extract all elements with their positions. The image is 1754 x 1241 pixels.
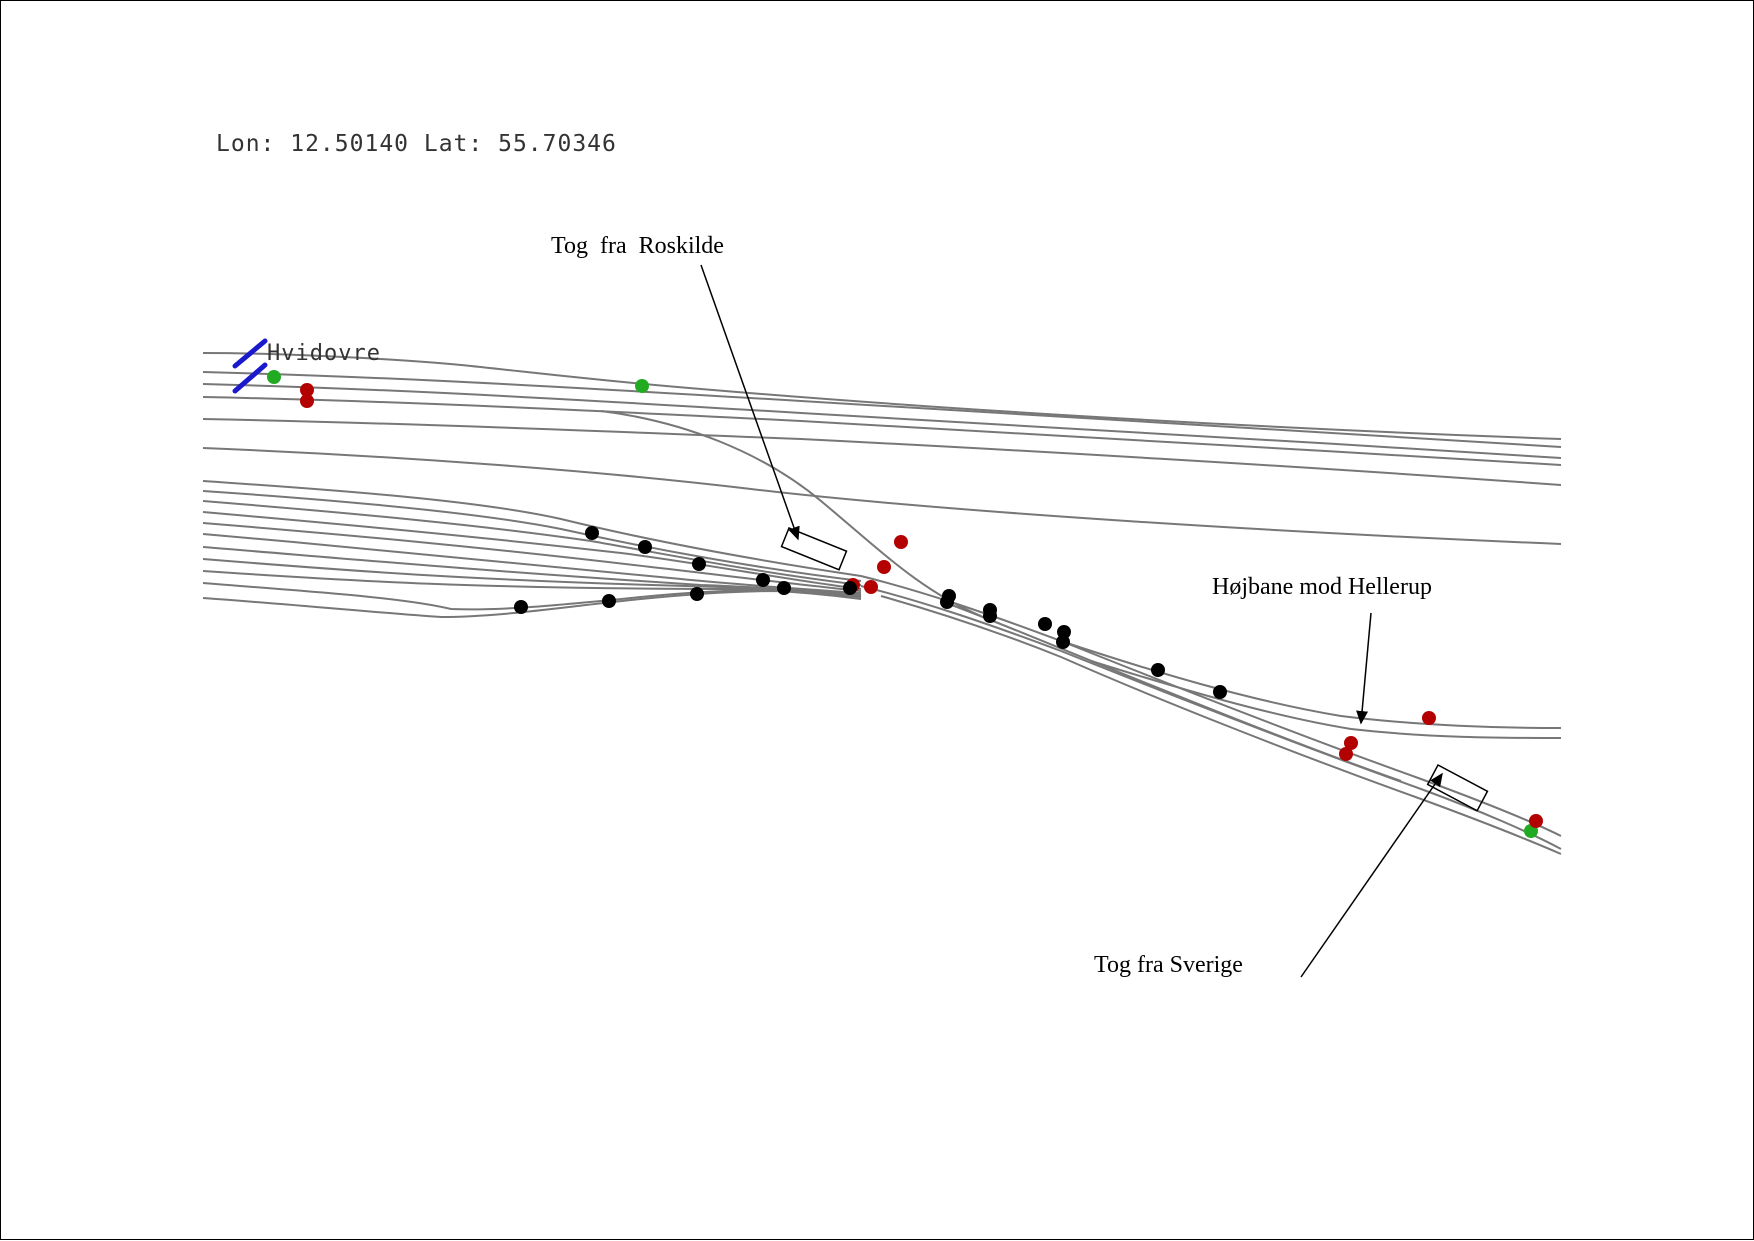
track-line xyxy=(1090,660,1562,739)
track-line xyxy=(860,575,1562,837)
signal-red[interactable] xyxy=(1422,711,1436,725)
switch-point[interactable] xyxy=(843,581,857,595)
switch-point[interactable] xyxy=(756,573,770,587)
annotation-tog-fra-sverige: Tog fra Sverige xyxy=(1094,952,1243,978)
roskilde-branch xyxy=(600,410,982,617)
track-line xyxy=(880,595,1562,855)
main-line xyxy=(860,575,1562,855)
signal-red[interactable] xyxy=(864,580,878,594)
switch-point[interactable] xyxy=(638,540,652,554)
hojbane-tracks xyxy=(1060,640,1562,739)
annotation-tog-fra-roskilde: Tog fra Roskilde xyxy=(551,233,724,259)
track-line xyxy=(940,600,1402,782)
hojbane-pointer xyxy=(1356,612,1372,725)
signal-green[interactable] xyxy=(635,379,649,393)
track-line xyxy=(202,590,862,619)
upper-tracks xyxy=(202,352,1562,545)
signal-red[interactable] xyxy=(894,535,908,549)
track-line xyxy=(202,371,1562,448)
track-line xyxy=(202,418,1562,486)
sverige-pointer xyxy=(1300,772,1443,978)
track-line xyxy=(202,447,1562,545)
switch-point[interactable] xyxy=(692,557,706,571)
green-signals xyxy=(267,370,1538,838)
track-line xyxy=(202,511,862,590)
yard-tracks xyxy=(202,480,862,619)
track-line xyxy=(202,480,862,577)
track-line xyxy=(202,383,1562,459)
track-line xyxy=(860,585,1562,850)
signal-green[interactable] xyxy=(267,370,281,384)
track-line xyxy=(600,410,982,617)
track-line xyxy=(202,570,862,600)
station-label-hvidovre: Hvidovre xyxy=(267,341,381,366)
station-marker xyxy=(232,338,268,394)
coordinate-readout: Lon: 12.50140 Lat: 55.70346 xyxy=(216,131,617,157)
roskilde-pointer xyxy=(700,264,800,541)
track-line xyxy=(202,582,862,611)
signal-red[interactable] xyxy=(300,383,314,397)
track-line xyxy=(202,396,1562,466)
signal-red[interactable] xyxy=(300,394,314,408)
signal-red[interactable] xyxy=(1344,736,1358,750)
switch-point[interactable] xyxy=(585,526,599,540)
switch-point[interactable] xyxy=(1038,617,1052,631)
track-line xyxy=(1060,640,1562,729)
switch-point[interactable] xyxy=(940,595,954,609)
signal-red[interactable] xyxy=(877,560,891,574)
switch-point[interactable] xyxy=(514,600,528,614)
switch-point[interactable] xyxy=(1056,635,1070,649)
track-line xyxy=(202,490,862,582)
signal-red[interactable] xyxy=(1529,814,1543,828)
switch-points xyxy=(514,526,1227,699)
switch-point[interactable] xyxy=(983,609,997,623)
red-signals xyxy=(300,383,1543,828)
switch-point[interactable] xyxy=(690,587,704,601)
switch-point[interactable] xyxy=(1151,663,1165,677)
signal-red[interactable] xyxy=(1339,747,1353,761)
switch-point[interactable] xyxy=(602,594,616,608)
annotation-hojbane-mod-hellerup: Højbane mod Hellerup xyxy=(1212,574,1432,600)
track-line xyxy=(202,352,1562,440)
train-roskilde-box[interactable] xyxy=(780,527,848,571)
switch-point[interactable] xyxy=(1213,685,1227,699)
track-line xyxy=(202,500,862,586)
switch-point[interactable] xyxy=(777,581,791,595)
